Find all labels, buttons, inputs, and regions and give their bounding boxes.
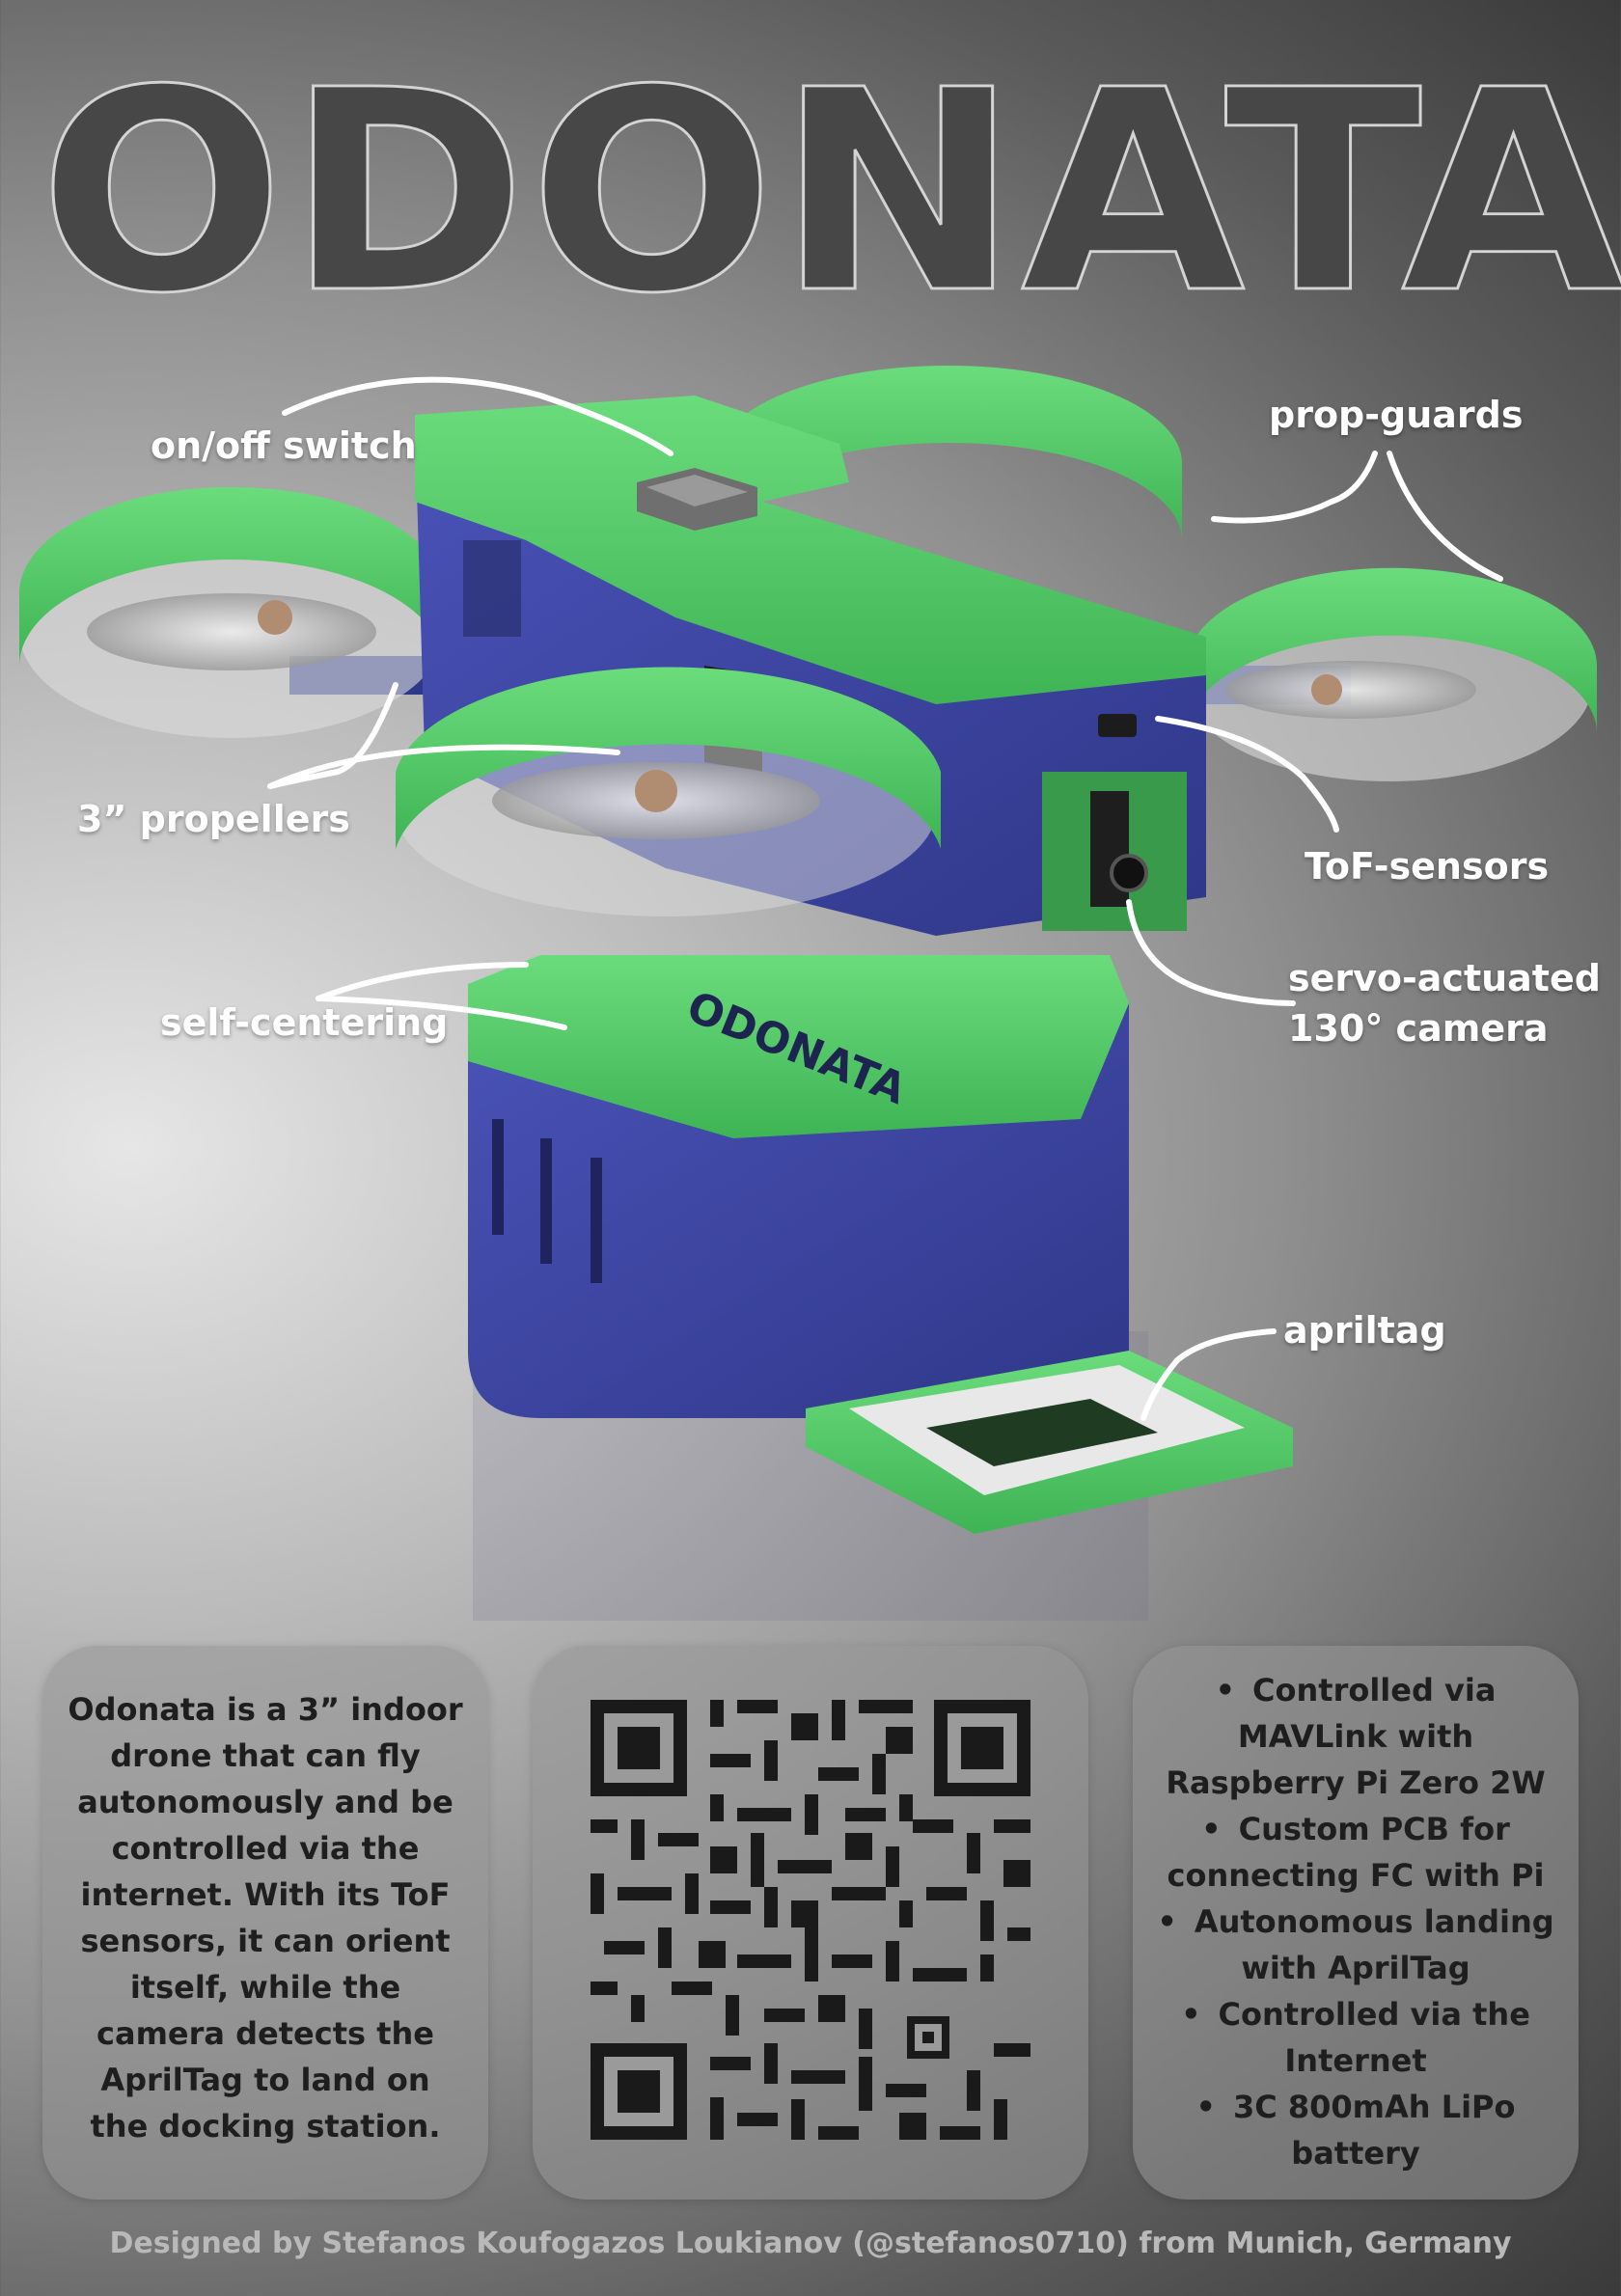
features-card: •Controlled via MAVLink with Raspberry P… xyxy=(1133,1646,1579,2200)
qr-code[interactable] xyxy=(533,1646,1088,2200)
label-camera-line1: servo-actuated xyxy=(1288,957,1601,999)
feature-text: Custom PCB for connecting FC with Pi xyxy=(1167,1811,1545,1894)
label-prop-guards: prop-guards xyxy=(1269,394,1524,436)
bullet-icon: • xyxy=(1195,2089,1216,2125)
feature-text: Controlled via the Internet xyxy=(1218,1996,1530,2079)
feature-text: Controlled via MAVLink with Raspberry Pi… xyxy=(1166,1672,1546,1801)
bullet-icon: • xyxy=(1215,1672,1236,1708)
feature-text: 3C 800mAh LiPo battery xyxy=(1232,2089,1516,2172)
feature-text: Autonomous landing with AprilTag xyxy=(1194,1903,1554,1986)
drone-illustration: ODONATA xyxy=(19,365,1597,1621)
bullet-icon: • xyxy=(1157,1903,1177,1940)
prop-guard-front xyxy=(396,667,941,916)
label-tof-sensors: ToF-sensors xyxy=(1305,845,1550,888)
callout-lines xyxy=(267,376,1503,1421)
prop-guard-back-left xyxy=(19,487,444,738)
label-on-off-switch: on/off switch xyxy=(151,424,417,467)
bullet-icon: • xyxy=(1201,1811,1222,1847)
description-card: Odonata is a 3” indoor drone that can fl… xyxy=(42,1646,488,2200)
label-camera-line2: 130° camera xyxy=(1288,1007,1549,1050)
label-apriltag: apriltag xyxy=(1283,1309,1446,1352)
bullet-icon: • xyxy=(1181,1996,1201,2033)
feature-item: • 3C 800mAh LiPo battery xyxy=(1152,2084,1559,2176)
designer-credit: Designed by Stefanos Koufogazos Loukiano… xyxy=(109,2227,1512,2260)
power-switch xyxy=(637,468,757,531)
label-propellers: 3” propellers xyxy=(77,798,350,840)
camera-module xyxy=(1042,772,1187,931)
drone-top-plate xyxy=(415,396,1206,704)
label-self-centering: self-centering xyxy=(160,1001,449,1044)
qr-card xyxy=(533,1646,1088,2200)
feature-item: • Autonomous landing with AprilTag xyxy=(1152,1899,1559,1991)
apriltag-pad xyxy=(806,1351,1293,1534)
feature-item: •Custom PCB for connecting FC with Pi xyxy=(1152,1806,1559,1899)
feature-item: •Controlled via MAVLink with Raspberry P… xyxy=(1152,1667,1559,1806)
docking-station: ODONATA xyxy=(468,955,1129,1418)
prop-guard-back-right xyxy=(714,365,1182,540)
poster-title: ODONATA xyxy=(38,31,1621,355)
features-list: •Controlled via MAVLink with Raspberry P… xyxy=(1133,1646,1579,2176)
feature-item: • Controlled via the Internet xyxy=(1152,1991,1559,2084)
description-text: Odonata is a 3” indoor drone that can fl… xyxy=(68,1691,463,2145)
prop-guard-right xyxy=(1187,567,1597,781)
